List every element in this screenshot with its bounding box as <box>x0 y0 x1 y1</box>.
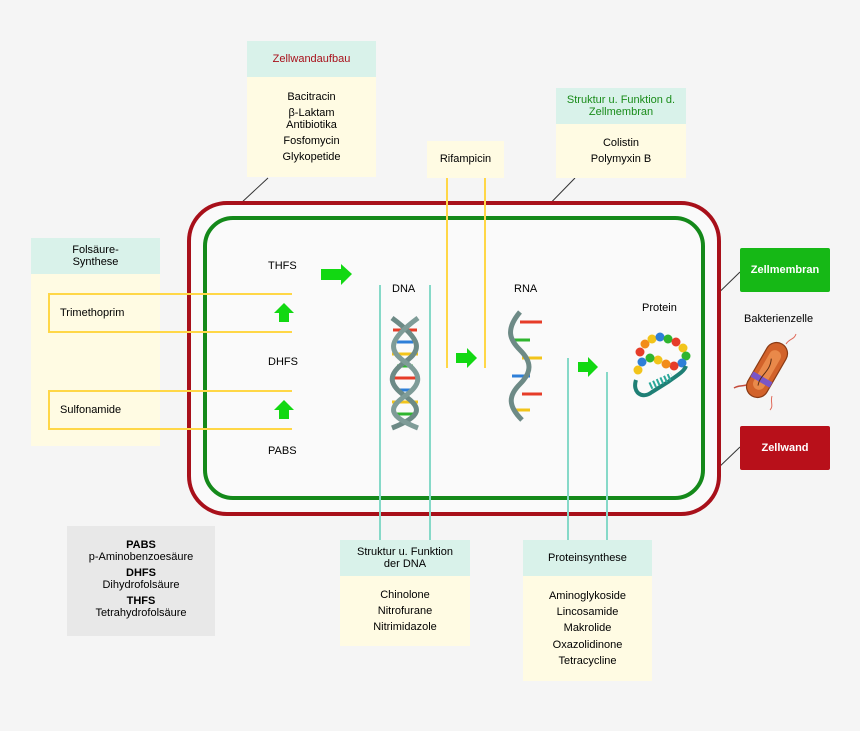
list-item: Nitrimidazole <box>373 621 437 634</box>
rna-helix-icon <box>508 310 542 422</box>
list-item: Makrolide <box>563 622 612 635</box>
folate-synthesis-title: Folsäure-Synthese <box>31 238 160 274</box>
dna-label: DNA <box>392 283 416 295</box>
cell-membrane <box>203 216 705 500</box>
rna-label: RNA <box>514 283 538 295</box>
cell-wall-connector <box>239 177 269 205</box>
list-item: Oxazolidinone <box>552 638 623 651</box>
protein-label: Protein <box>642 302 677 314</box>
cell-membrane-tag: Zellmembran <box>740 248 830 292</box>
legend-term: DHFS <box>126 567 156 579</box>
list-item: Polymyxin B <box>590 153 652 165</box>
dna-helix-icon <box>389 315 421 431</box>
pabs-to-dhfs-arrow <box>274 400 294 419</box>
cell-wall-synthesis-list: Bacitracin β-Laktam Antibiotika Fosfomyc… <box>247 77 376 177</box>
legend-definition: Tetrahydrofolsäure <box>95 607 187 619</box>
dhfs-to-thfs-arrow <box>274 303 294 322</box>
list-item: Colistin <box>602 136 640 149</box>
trimethoprim-bracket: Trimethoprim <box>48 293 292 333</box>
abbreviation-legend: PABS p-Aminobenzoesäure DHFS Dihydrofols… <box>67 526 215 636</box>
cell-wall-synthesis-title: Zellwandaufbau <box>247 41 376 77</box>
dna-function-title: Struktur u. Funktion der DNA <box>340 540 470 576</box>
list-item: Bacitracin <box>287 90 336 103</box>
membrane-function-list: Colistin Polymyxin B <box>556 124 686 178</box>
bacterium-icon <box>733 333 797 411</box>
sulfonamide-bracket: Sulfonamide <box>48 390 292 430</box>
folate-synthesis-box: Folsäure-Synthese <box>31 238 160 446</box>
protein-chain-icon <box>633 332 691 398</box>
legend-definition: Dihydrofolsäure <box>102 579 180 591</box>
list-item: Fosfomycin <box>283 135 340 148</box>
thfs-arrow <box>321 264 352 285</box>
rifampicin-label: Rifampicin <box>439 153 492 166</box>
list-item: Lincosamide <box>556 606 619 619</box>
legend-term: PABS <box>126 539 156 551</box>
trimethoprim-label: Trimethoprim <box>60 307 125 319</box>
membrane-function-title: Struktur u. Funktion d. Zellmembran <box>556 88 686 124</box>
legend-definition: p-Aminobenzoesäure <box>88 551 194 563</box>
dna-function-list: Chinolone Nitrofurane Nitrimidazole <box>340 576 470 646</box>
list-item: Chinolone <box>380 588 430 601</box>
cell-wall-synthesis-box: Zellwandaufbau Bacitracin β-Laktam Antib… <box>247 41 376 177</box>
cell-wall-tag: Zellwand <box>740 426 830 470</box>
protein-synthesis-list: Aminoglykoside Lincosamide Makrolide Oxa… <box>523 576 652 681</box>
dhfs-label: DHFS <box>268 356 298 368</box>
list-item: Nitrofurane <box>377 604 433 617</box>
legend-term: THFS <box>126 595 156 607</box>
membrane-function-box: Struktur u. Funktion d. Zellmembran Coli… <box>556 88 686 178</box>
rna-to-protein-arrow <box>578 357 598 377</box>
list-item: β-Laktam Antibiotika <box>286 106 337 131</box>
dna-to-rna-arrow <box>456 348 477 368</box>
list-item: Tetracycline <box>558 654 617 667</box>
thfs-label: THFS <box>268 260 297 272</box>
list-item: Glykopetide <box>282 151 341 164</box>
protein-synthesis-title: Proteinsynthese <box>523 540 652 576</box>
sulfonamide-label: Sulfonamide <box>60 404 122 416</box>
protein-synthesis-box: Proteinsynthese Aminoglykoside Lincosami… <box>523 540 652 681</box>
pabs-label: PABS <box>268 445 297 457</box>
list-item: Aminoglykoside <box>548 590 627 603</box>
rifampicin-box: Rifampicin <box>427 141 504 178</box>
bacterium-label: Bakterienzelle <box>744 313 814 325</box>
dna-function-box: Struktur u. Funktion der DNA Chinolone N… <box>340 540 470 646</box>
